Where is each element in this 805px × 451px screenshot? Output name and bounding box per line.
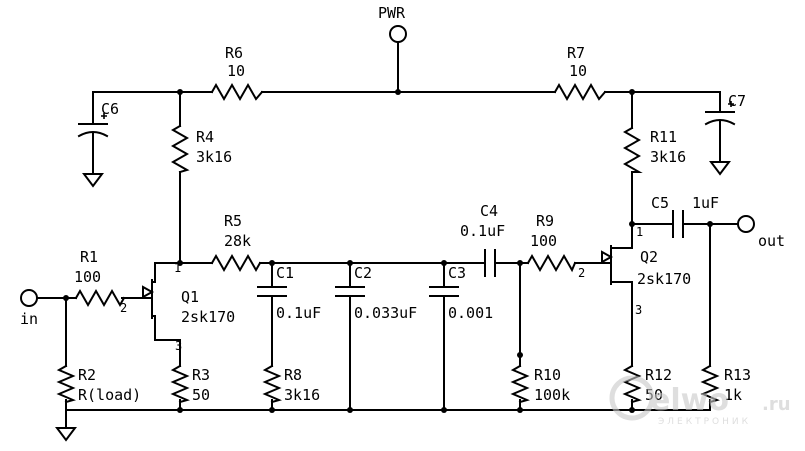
label-r6-ref: R6: [225, 44, 243, 62]
wires: [36, 41, 739, 429]
watermark-tagline: ЭЛЕКТРОНИК: [658, 417, 751, 427]
capacitor-c4: [484, 249, 496, 277]
label-r8-ref: R8: [284, 366, 302, 384]
label-c4-ref: C4: [480, 202, 498, 220]
label-r13-value: 1k: [724, 386, 742, 404]
label-q2-pin-s: 3: [635, 303, 642, 317]
resistor-r9: [526, 253, 577, 273]
label-r12-ref: R12: [645, 366, 672, 384]
labels: PWR in out R6 10 R7 10 C6 C7 R4 3k16 R11…: [20, 4, 785, 404]
transistor-q2: [595, 237, 633, 285]
label-r13-ref: R13: [724, 366, 751, 384]
ground-symbol-main: [55, 427, 77, 442]
label-r5-ref: R5: [224, 212, 242, 230]
label-r11-value: 3k16: [650, 148, 686, 166]
transistor-q1: [137, 277, 156, 321]
label-q1-pin-s: 3: [175, 339, 182, 353]
label-r2-value: R(load): [78, 386, 141, 404]
watermark-brand: elwo: [650, 383, 729, 418]
label-r3-value: 50: [192, 386, 210, 404]
resistor-r8: [262, 364, 282, 404]
label-q2-pin-d: 1: [636, 225, 643, 239]
label-r6-value: 10: [227, 62, 245, 80]
ground-symbol-c7: [709, 161, 731, 176]
label-c1-value: 0.1uF: [276, 304, 321, 322]
label-r10-value: 100k: [534, 386, 570, 404]
label-r3-ref: R3: [192, 366, 210, 384]
label-c1-ref: C1: [276, 264, 294, 282]
label-q1-ref: Q1: [181, 288, 199, 306]
label-c6-ref: C6: [101, 100, 119, 118]
label-r4-value: 3k16: [196, 148, 232, 166]
label-r10-ref: R10: [534, 366, 561, 384]
resistor-r7: [553, 82, 607, 102]
ground-symbol-c6: [82, 173, 104, 188]
label-r7-value: 10: [569, 62, 587, 80]
resistor-r6: [210, 82, 264, 102]
label-q1-pin-g: 2: [120, 301, 127, 315]
label-q2-ref: Q2: [640, 248, 658, 266]
resistor-r2: [56, 364, 76, 404]
label-c2-ref: C2: [354, 264, 372, 282]
capacitor-c7: [704, 101, 736, 163]
capacitor-c1: [257, 286, 287, 297]
label-r5-value: 28k: [224, 232, 251, 250]
resistor-r11: [622, 126, 643, 173]
label-q2-value: 2sk170: [637, 270, 691, 288]
label-c2-value: 0.033uF: [354, 304, 417, 322]
label-r9-value: 100: [530, 232, 557, 250]
connector-pwr: [389, 25, 407, 43]
capacitor-c3: [429, 286, 459, 297]
label-c3-value: 0.001: [448, 304, 493, 322]
label-r7-ref: R7: [567, 44, 585, 62]
capacitor-c5: [672, 210, 684, 238]
label-in: in: [20, 310, 38, 328]
label-q2-pin-g: 2: [578, 266, 585, 280]
label-c7-ref: C7: [728, 92, 746, 110]
resistor-r13: [700, 364, 720, 404]
label-r11-ref: R11: [650, 128, 677, 146]
label-c4-value: 0.1uF: [460, 222, 505, 240]
label-q1-value: 2sk170: [181, 308, 235, 326]
label-r2-ref: R2: [78, 366, 96, 384]
label-r9-ref: R9: [536, 212, 554, 230]
label-pwr: PWR: [378, 4, 406, 22]
resistor-r3: [170, 364, 190, 404]
watermark-logo-icon: [609, 375, 655, 421]
label-r8-value: 3k16: [284, 386, 320, 404]
label-q1-pin-d: 1: [174, 261, 181, 275]
resistor-r4: [170, 124, 190, 174]
resistor-r5: [210, 253, 262, 273]
capacitor-c6: [77, 113, 109, 175]
label-r1-ref: R1: [80, 248, 98, 266]
label-c5-ref: C5: [651, 194, 669, 212]
connector-out: [737, 215, 755, 233]
resistor-r1: [74, 288, 126, 308]
connector-in: [20, 289, 38, 307]
label-out: out: [758, 232, 785, 250]
junction-dots: [63, 89, 713, 413]
label-r4-ref: R4: [196, 128, 214, 146]
label-c5-value: 1uF: [692, 194, 719, 212]
watermark: elwo .ru ЭЛЕКТРОНИК: [609, 375, 791, 427]
resistor-r10: [510, 364, 530, 404]
capacitor-c2: [335, 286, 365, 297]
label-c3-ref: C3: [448, 264, 466, 282]
resistor-r12: [622, 364, 642, 404]
label-r1-value: 100: [74, 268, 101, 286]
watermark-tld: .ru: [762, 394, 791, 415]
